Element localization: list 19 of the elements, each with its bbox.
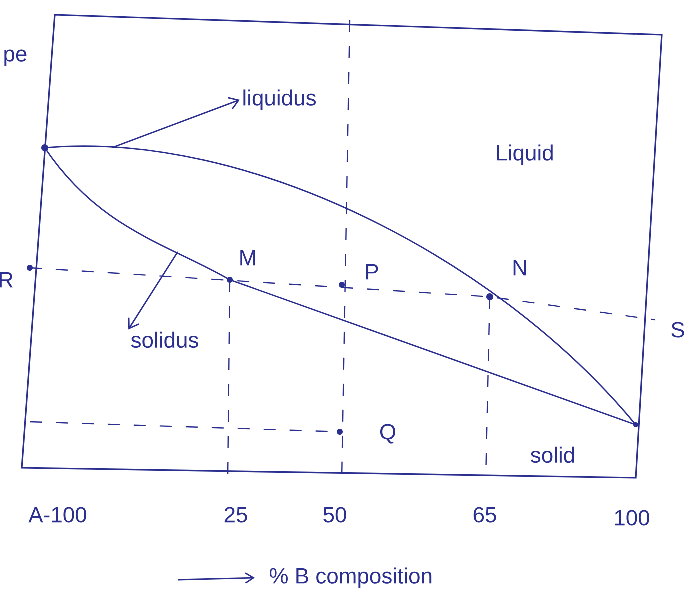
- point-label: P: [366, 264, 378, 280]
- point-label: Q: [380, 424, 396, 444]
- tick-label: 100: [615, 510, 650, 526]
- tick-label: 65: [474, 507, 496, 523]
- tick-label: A-100: [28, 507, 86, 523]
- tick-label: 25: [224, 507, 248, 523]
- point-label: S: [672, 322, 684, 338]
- leader-arrow: [112, 97, 240, 149]
- point-label: M: [240, 250, 256, 266]
- curve-label: liquidus: [244, 90, 316, 110]
- leader-arrow: [128, 252, 179, 330]
- region-label: Liquid: [497, 144, 553, 166]
- point-label: N: [514, 260, 526, 276]
- point-label: R: [0, 272, 13, 288]
- axis-label: % B composition: [270, 568, 432, 588]
- region-label: solid: [531, 446, 574, 464]
- tick-label: 50: [324, 507, 346, 523]
- curve-label: solidus: [131, 332, 198, 348]
- tick-label: pe: [4, 50, 27, 66]
